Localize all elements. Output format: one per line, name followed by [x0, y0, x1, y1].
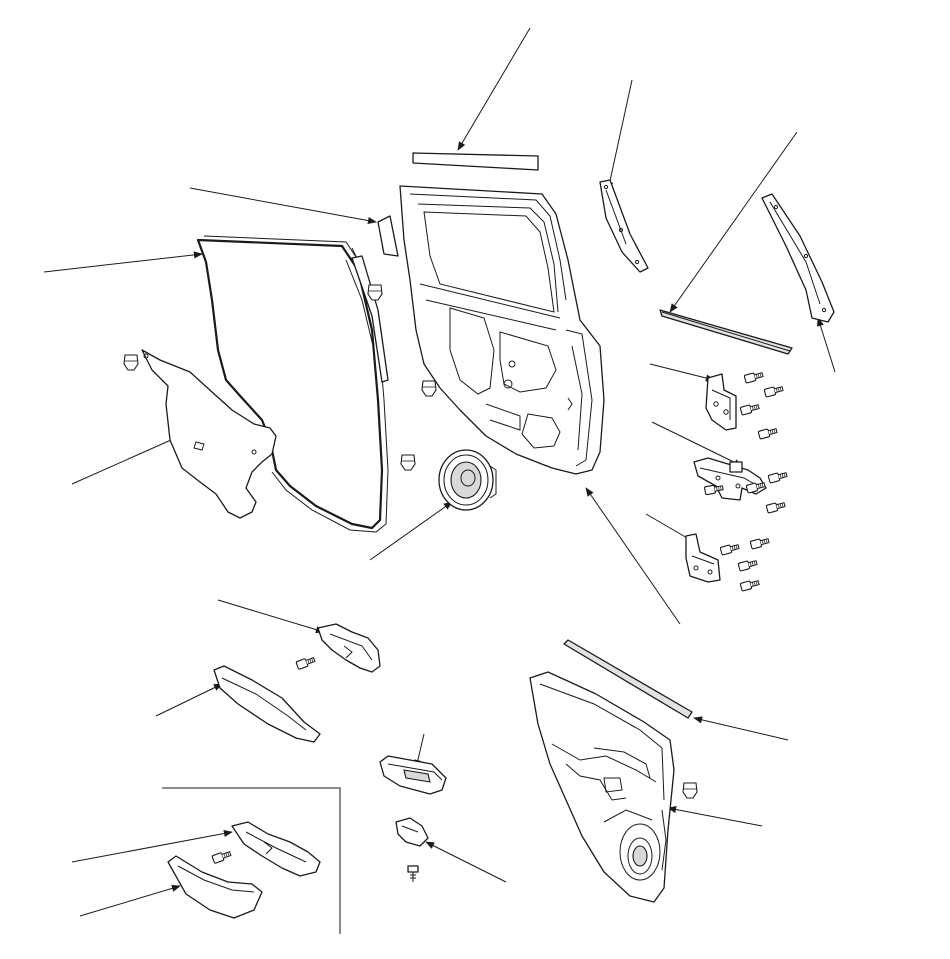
waterproof-film	[141, 349, 277, 519]
trim-clip-icon	[682, 782, 698, 799]
glass-run-channel	[659, 309, 793, 355]
upper-hinge	[705, 373, 737, 431]
speaker	[438, 449, 497, 511]
check-bolt-icon	[719, 536, 771, 592]
switch-bracket	[395, 817, 429, 847]
leader-sash-trim	[189, 187, 377, 225]
armrest-cover-variant	[167, 855, 263, 919]
leader-inner-weatherstrip	[693, 716, 789, 741]
leader-armrest	[155, 683, 223, 717]
bracket-screw-icon	[407, 865, 419, 882]
leader-glass-run	[669, 131, 798, 313]
door-check	[685, 533, 721, 583]
leader-switch-bracket	[425, 841, 507, 883]
lower-hinge	[693, 457, 767, 501]
leader-center-pillar	[606, 79, 633, 191]
leader-rear-pillar	[816, 317, 836, 373]
inner-handle	[317, 623, 381, 673]
leader-armrest-alt	[79, 884, 181, 917]
rear-pillar-garnish	[761, 193, 835, 323]
leader-speaker	[369, 501, 453, 561]
leader-waterproof-film	[71, 435, 181, 485]
hinge-bolt-icon	[739, 370, 785, 440]
leader-lower-hinge	[651, 421, 743, 467]
armrest-cover	[213, 665, 321, 743]
door-outer-strip	[412, 152, 539, 171]
door-sash-trim	[377, 215, 399, 257]
inner-weatherstrip	[563, 639, 693, 719]
leader-lines	[43, 27, 836, 917]
handle-screw-icon	[211, 849, 233, 865]
leader-trim-panel	[667, 805, 763, 827]
inner-handle-variant	[231, 821, 321, 877]
variant-frame	[162, 787, 341, 934]
power-window-switch	[379, 755, 447, 795]
handle-screw-icon	[295, 655, 317, 671]
door-shell	[399, 185, 605, 475]
window-run-strip	[351, 255, 389, 383]
leader-handle-alt	[71, 829, 233, 863]
leader-door-shell	[585, 487, 681, 625]
door-trim-panel	[529, 671, 675, 903]
leader-upper-hinge	[649, 363, 715, 382]
leader-inner-handle	[217, 599, 325, 634]
center-pillar-garnish	[599, 179, 649, 273]
leader-weatherstrip	[43, 251, 203, 273]
leader-outer-strip	[457, 27, 531, 151]
